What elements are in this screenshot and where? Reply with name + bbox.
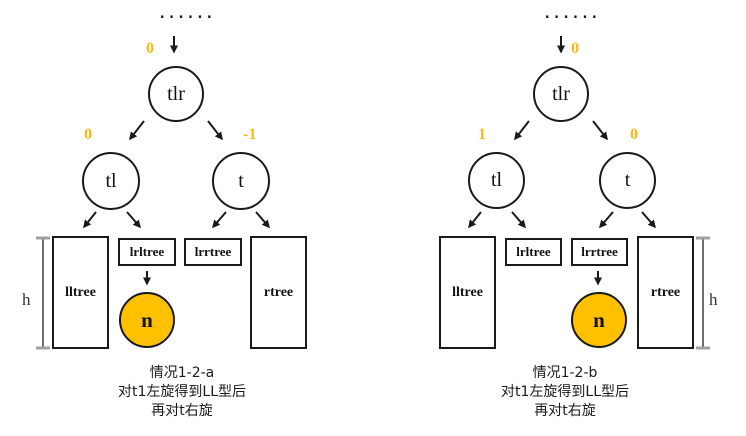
right-caption-line1: 情况1-2-b	[532, 365, 598, 381]
left-lrltree-label: lrltree	[129, 244, 165, 259]
left-tlr-tl-arrow	[129, 120, 145, 141]
left-lrrtree-box: lrrtree	[184, 238, 242, 266]
right-tl-balance: 1	[478, 126, 486, 143]
left-node-t: t	[212, 152, 270, 210]
left-tlr-t-arrow	[207, 120, 223, 141]
right-node-tlr-label: tlr	[552, 82, 570, 105]
right-lrltree-box: lrltree	[505, 238, 562, 266]
left-node-tl: tl	[82, 152, 140, 210]
left-caption-line2: 对t1左旋得到LL型后	[118, 384, 246, 400]
right-lrrtree-box: lrrtree	[571, 238, 628, 266]
left-tl-balance: 0	[84, 126, 92, 143]
right-tl-lrltree-arrow	[511, 211, 526, 229]
right-t-lrrtree-arrow	[599, 211, 614, 229]
right-rtree-box: rtree	[637, 236, 694, 349]
left-caption: 情况1-2-a 对t1左旋得到LL型后 再对t右旋	[72, 364, 292, 421]
left-lrrtree-label: lrrtree	[194, 244, 232, 259]
right-node-tl-label: tl	[490, 169, 503, 191]
right-root-balance: 0	[571, 40, 579, 57]
left-caption-line3: 再对t右旋	[151, 403, 213, 419]
left-tl-lltree-arrow	[83, 211, 97, 229]
left-height-measure	[36, 236, 50, 350]
right-t-rtree-arrow	[641, 211, 656, 229]
right-caption: 情况1-2-b 对t1左旋得到LL型后 再对t右旋	[455, 364, 675, 421]
left-tl-lrltree-arrow	[126, 211, 141, 229]
right-height-label: h	[709, 290, 718, 309]
left-ellipsis: ......	[158, 6, 215, 22]
left-rtree-label: rtree	[263, 284, 294, 300]
left-node-tlr: tlr	[148, 66, 204, 122]
right-tl-lltree-arrow	[468, 211, 482, 229]
right-lrrtree-label: lrrtree	[581, 244, 618, 259]
right-lltree-box: lltree	[439, 236, 496, 349]
right-node-t-label: t	[624, 169, 631, 191]
left-node-n: n	[119, 292, 175, 348]
right-node-n: n	[571, 292, 627, 348]
left-node-n-label: n	[141, 307, 153, 332]
right-t-balance: 0	[630, 126, 638, 143]
left-t-balance: -1	[243, 126, 257, 143]
right-node-t: t	[599, 152, 656, 209]
right-tlr-tl-arrow	[514, 120, 530, 141]
right-lltree-label: lltree	[452, 284, 483, 300]
left-lltree-label: lltree	[65, 284, 96, 300]
right-node-n-label: n	[593, 307, 605, 332]
right-rtree-label: rtree	[650, 284, 681, 300]
left-t-rtree-arrow	[255, 211, 270, 229]
left-lrltree-box: lrltree	[118, 238, 176, 266]
left-node-tlr-label: tlr	[167, 82, 185, 105]
left-root-balance: 0	[146, 40, 154, 57]
left-height-label: h	[22, 290, 31, 309]
left-t-lrrtree-arrow	[212, 211, 227, 229]
left-caption-line1: 情况1-2-a	[149, 365, 215, 381]
right-caption-line3: 再对t右旋	[534, 403, 596, 419]
left-rtree-box: rtree	[250, 236, 307, 349]
right-ellipsis: ......	[543, 6, 600, 22]
right-node-tl: tl	[468, 152, 525, 209]
left-node-tl-label: tl	[105, 169, 117, 192]
right-tlr-t-arrow	[592, 120, 608, 141]
left-node-t-label: t	[238, 169, 244, 192]
right-height-measure	[696, 236, 710, 350]
left-lltree-box: lltree	[52, 236, 109, 349]
right-lrltree-label: lrltree	[516, 244, 551, 259]
right-caption-line2: 对t1左旋得到LL型后	[501, 384, 629, 400]
right-node-tlr: tlr	[533, 66, 589, 122]
